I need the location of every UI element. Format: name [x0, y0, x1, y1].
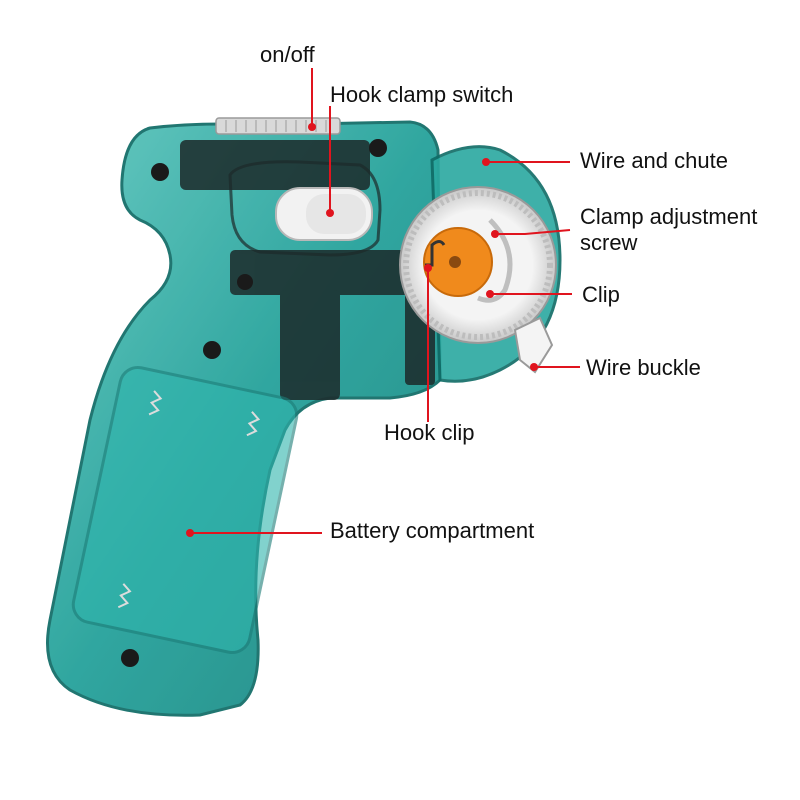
- internal-outline: [228, 160, 382, 257]
- dot-wire-and-chute: [482, 158, 490, 166]
- dot-clamp-adjustment: [491, 230, 499, 238]
- label-clip: Clip: [582, 282, 620, 307]
- screws: [121, 139, 387, 667]
- dot-wire-buckle: [530, 363, 538, 371]
- leader-lines: [190, 68, 580, 534]
- on-off-switch[interactable]: [215, 117, 341, 135]
- label-hook-clamp-switch: Hook clamp switch: [330, 82, 514, 107]
- clamp-adjustment-screw[interactable]: [449, 256, 461, 268]
- dot-hook-clamp-switch: [326, 209, 334, 217]
- label-battery-compartment: Battery compartment: [330, 518, 535, 543]
- switch-ridges: [225, 120, 327, 132]
- battery-springs: [117, 390, 261, 609]
- dot-battery-compartment: [186, 529, 194, 537]
- hook-clamp-switch-knob-inner: [306, 194, 366, 234]
- label-hook-clip: Hook clip: [384, 420, 475, 445]
- label-on-off: on/off: [260, 42, 315, 67]
- gear-teeth-ring: [403, 190, 553, 340]
- battery-compartment: [71, 365, 299, 655]
- wire-buckle[interactable]: [513, 316, 554, 374]
- label-wire-and-chute: Wire and chute: [580, 148, 728, 173]
- clip-spring: [477, 218, 513, 303]
- leader-clamp-adjustment: [495, 229, 571, 235]
- dot-hook-clip: [424, 264, 432, 272]
- hook-clip-hook: [425, 240, 446, 267]
- label-clamp-adjustment-screw: Clamp adjustment screw: [580, 204, 758, 255]
- label-wire-buckle: Wire buckle: [586, 355, 701, 380]
- dot-on-off: [308, 123, 316, 131]
- dot-clip: [486, 290, 494, 298]
- internal-mechanism: [180, 140, 435, 400]
- pointer-dots: [186, 123, 538, 537]
